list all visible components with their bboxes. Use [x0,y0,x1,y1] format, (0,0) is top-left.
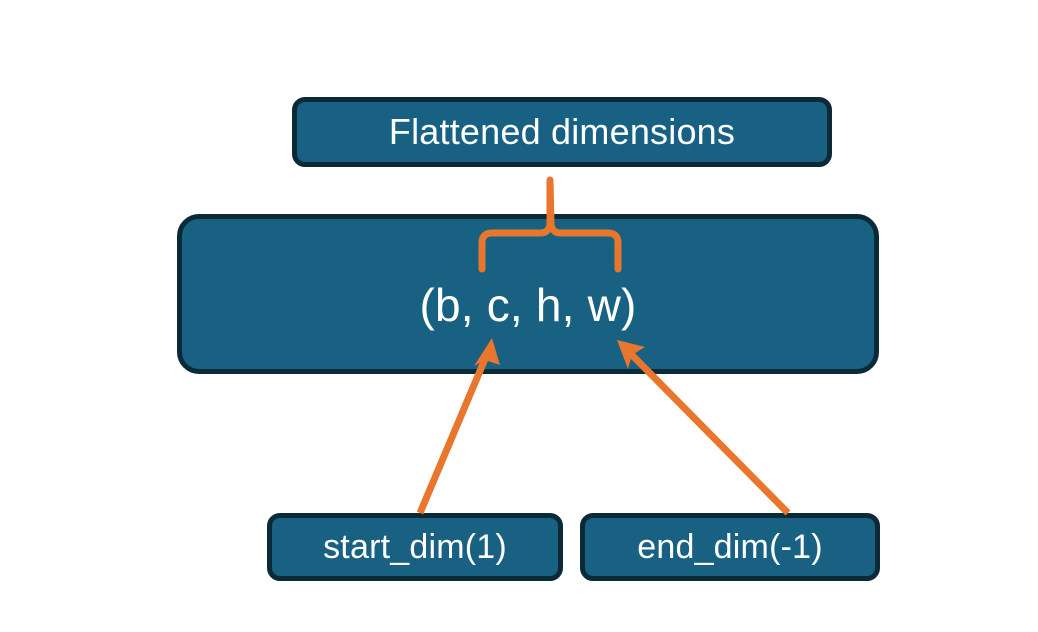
end-dim-label: end_dim(-1) [637,527,823,566]
tensor-shape-label: (b, c, h, w) [419,279,637,331]
flattened-dimensions-box: Flattened dimensions [292,97,832,167]
arrow-shaft [416,350,492,515]
flattened-dimensions-label: Flattened dimensions [388,111,736,152]
start-dim-label: start_dim(1) [323,527,507,566]
tensor-shape-box: (b, c, h, w) [177,214,879,374]
arrow-shaft [627,350,791,516]
start-dim-box: start_dim(1) [267,513,563,581]
end-dim-box: end_dim(-1) [580,513,880,581]
